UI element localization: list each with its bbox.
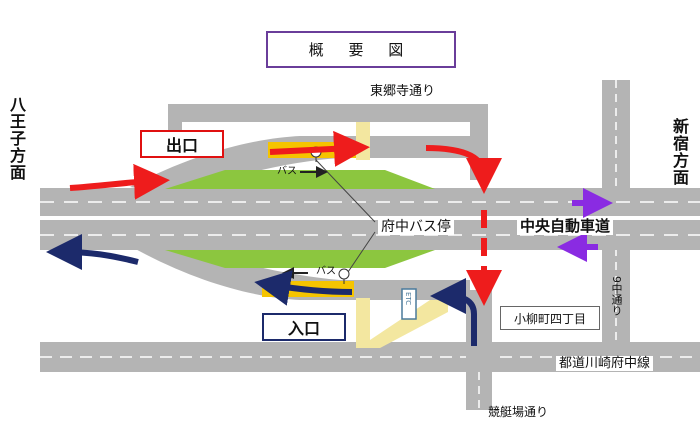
- bus-stop-label: 府中バス停: [378, 219, 454, 235]
- east-road-label: 9中通り: [610, 276, 623, 316]
- median-north: [165, 170, 435, 189]
- north-road-label: 東郷寺通り: [367, 84, 439, 99]
- north-local-road: [168, 104, 488, 180]
- intersection-sign: 小柳町四丁目: [500, 306, 600, 330]
- bus-stop-pin-south: [338, 268, 350, 284]
- north-road-stub: [168, 104, 182, 130]
- exit-arrow-ramp: [269, 130, 370, 167]
- exit-arrow-turn: [425, 145, 502, 194]
- entrance-arrow-merge: [46, 234, 139, 271]
- bus-label-north: バス: [277, 166, 297, 177]
- etc-gate: [401, 288, 417, 320]
- exit-label: 出口: [140, 130, 224, 158]
- direction-east: 新宿方面: [670, 118, 689, 186]
- south-road-label: 競艇場通り: [488, 405, 549, 419]
- expressway-label: 中央自動車道: [517, 218, 614, 235]
- entrance-arrow-up: [430, 278, 477, 346]
- pedestrian-path-south: [356, 298, 448, 348]
- bus-label-south: バス: [316, 266, 336, 277]
- direction-west: 八王子方面: [7, 96, 26, 181]
- entrance-label: 入口: [262, 313, 346, 341]
- pedestrian-path-north: [356, 122, 370, 160]
- entrance-arrow-ramp: [254, 270, 353, 306]
- diagram-title: 概 要 図: [266, 31, 456, 68]
- median-south: [165, 250, 435, 268]
- main-road-label: 都道川崎府中線: [556, 356, 654, 371]
- exit-arrow-approach: [69, 163, 170, 200]
- etc-label: ETC: [404, 292, 412, 306]
